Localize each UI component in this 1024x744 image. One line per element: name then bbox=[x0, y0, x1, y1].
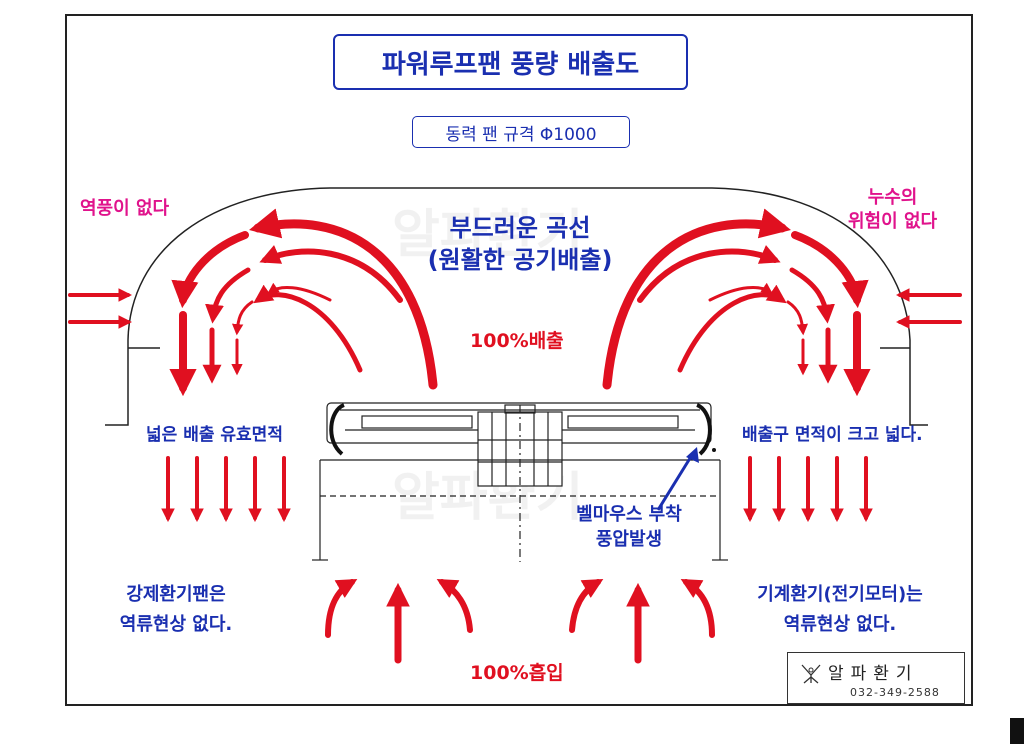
left-outflow-arrows bbox=[161, 456, 291, 523]
label-no-backdraft: 역풍이 없다 bbox=[80, 198, 170, 219]
label-bellmouth-line2: 풍압발생 bbox=[595, 529, 663, 550]
label-forced-vent-line1: 강제환기팬은 bbox=[126, 584, 226, 605]
scan-edge-mark bbox=[1010, 718, 1024, 744]
label-smooth-curve-line1: 부드러운 곡선 bbox=[449, 214, 591, 242]
label-no-leak-line2: 위험이 없다 bbox=[848, 211, 938, 232]
label-smooth-curve: 부드러운 곡선 (원활한 공기배출) bbox=[400, 212, 640, 276]
label-forced-vent-line2: 역류현상 없다. bbox=[119, 614, 233, 635]
label-smooth-curve-line2: (원활한 공기배출) bbox=[427, 246, 613, 274]
fan-body bbox=[312, 402, 728, 562]
label-bellmouth: 벨마우스 부착 풍압발생 bbox=[555, 502, 703, 552]
company-name: 알파환기 bbox=[828, 664, 919, 684]
fan-spec-subtitle: 동력 팬 규격 Φ1000 bbox=[412, 116, 630, 148]
diagram-frame bbox=[65, 14, 973, 706]
intake-arrows bbox=[325, 578, 715, 664]
label-large-outlet-area: 배출구 면적이 크고 넓다. bbox=[742, 425, 923, 445]
hood-outline bbox=[105, 187, 928, 426]
side-inflow-arrows bbox=[68, 288, 962, 329]
bellmouth-pointer bbox=[656, 447, 699, 511]
label-wide-exhaust-area: 넓은 배출 유효면적 bbox=[146, 425, 283, 445]
label-exhaust-100: 100%배출 bbox=[470, 330, 564, 352]
label-no-leak: 누수의 위험이 없다 bbox=[848, 186, 937, 234]
label-mech-vent: 기계환기(전기모터)는 역류현상 없다. bbox=[730, 580, 950, 640]
label-forced-vent: 강제환기팬은 역류현상 없다. bbox=[96, 580, 256, 640]
watermark-top: 알파환기 bbox=[392, 205, 584, 265]
company-logo-box: 알파환기 032-349-2588 bbox=[787, 652, 965, 704]
left-exhaust-arrows bbox=[169, 208, 438, 397]
label-intake-100: 100%흡입 bbox=[470, 662, 564, 684]
company-phone: 032-349-2588 bbox=[850, 686, 940, 699]
bellmouth bbox=[329, 403, 712, 456]
right-exhaust-arrows bbox=[602, 208, 871, 397]
label-mech-vent-line1: 기계환기(전기모터)는 bbox=[757, 584, 923, 605]
right-outflow-arrows bbox=[743, 456, 873, 523]
fan-figure-icon bbox=[801, 664, 821, 684]
page-title: 파워루프팬 풍량 배출도 bbox=[333, 34, 688, 90]
label-bellmouth-line1: 벨마우스 부착 bbox=[576, 504, 682, 525]
label-no-leak-line1: 누수의 bbox=[867, 187, 918, 208]
label-mech-vent-line2: 역류현상 없다. bbox=[783, 614, 897, 635]
bellmouth-dot bbox=[712, 448, 716, 452]
